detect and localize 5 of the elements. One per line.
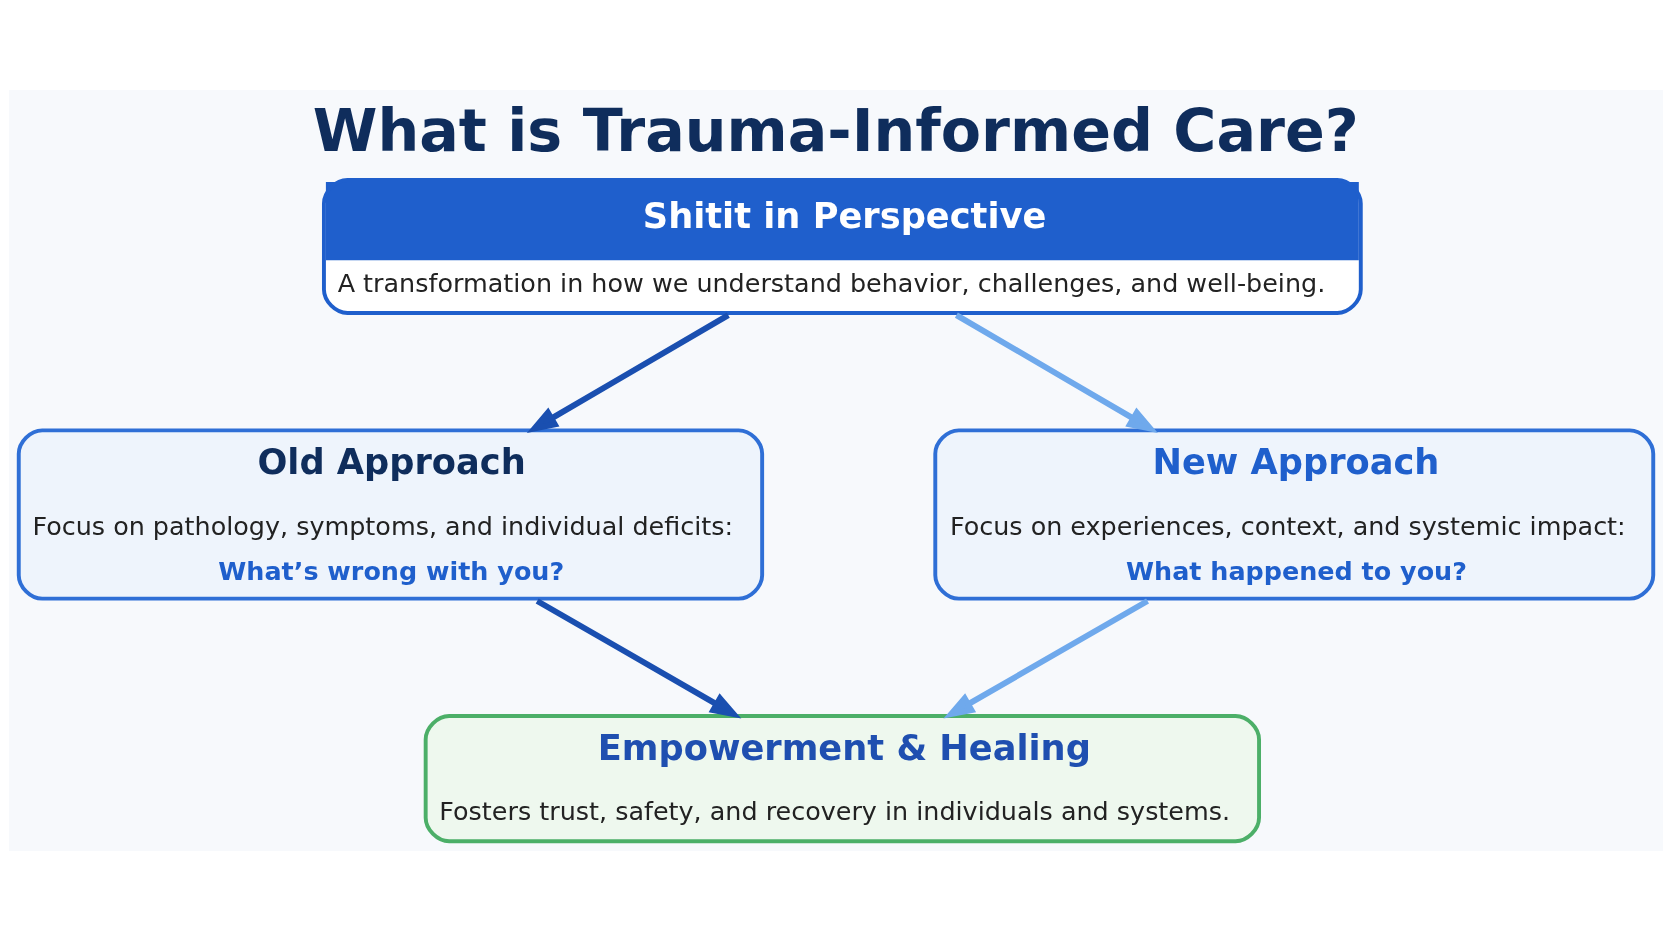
arrow	[943, 598, 1149, 719]
arrow	[954, 312, 1158, 433]
arrow	[526, 312, 730, 433]
arrow	[535, 598, 742, 719]
diagram-title: What is Trauma-Informed Care?	[312, 96, 1359, 165]
